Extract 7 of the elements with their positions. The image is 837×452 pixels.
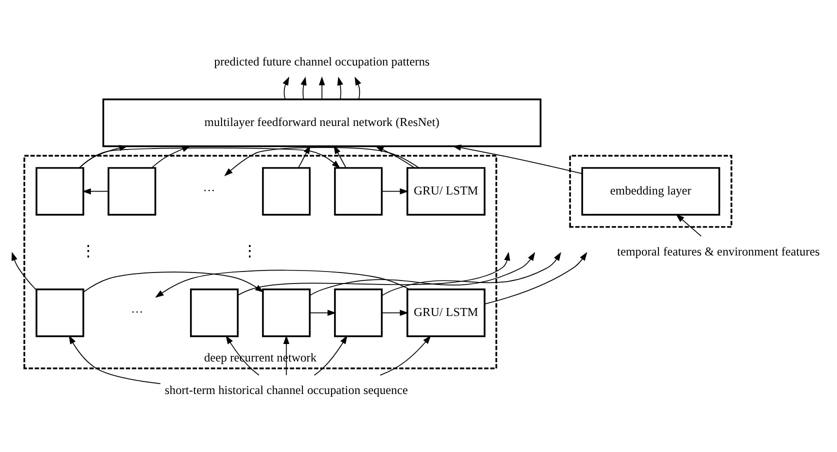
node-text: short-term historical channel occupation sequence: [164, 382, 408, 397]
node-text: temporal features & environment features: [617, 244, 820, 258]
label: ⋮: [80, 242, 97, 260]
node-text: predicted future channel occupation patterns: [214, 54, 430, 68]
node-text: ···: [203, 183, 216, 198]
label: ⋮: [242, 242, 258, 260]
node-text: ···: [131, 304, 144, 319]
